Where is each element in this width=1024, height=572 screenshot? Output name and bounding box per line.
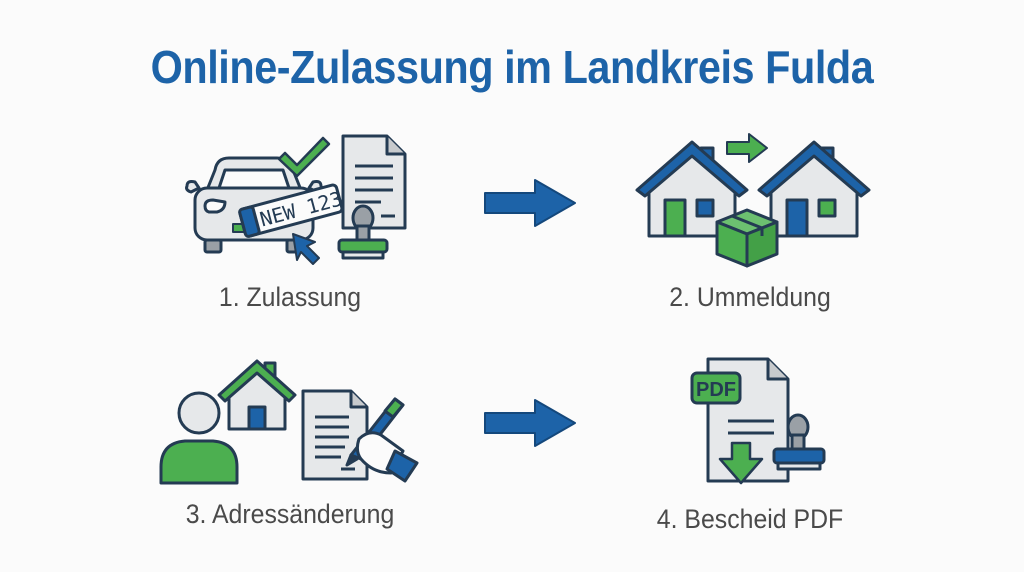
cursor-icon bbox=[292, 233, 320, 265]
checkmark-icon bbox=[277, 136, 331, 178]
person-icon bbox=[159, 391, 239, 485]
license-plate-icon: NEW 123 bbox=[238, 183, 345, 238]
ummeldung-illustration bbox=[635, 133, 871, 268]
step-label: 3. Adressänderung bbox=[185, 499, 395, 529]
arrow-right-icon bbox=[726, 133, 768, 163]
step-adressaenderung: 3. Adressänderung bbox=[140, 355, 440, 530]
box-icon bbox=[715, 208, 779, 268]
step-label: 2. Ummeldung bbox=[669, 282, 831, 312]
adressaenderung-illustration bbox=[159, 359, 419, 485]
house-icon bbox=[635, 140, 749, 238]
hand-pen-icon bbox=[345, 397, 419, 483]
document-icon bbox=[341, 134, 407, 230]
stamp-icon bbox=[772, 413, 826, 471]
pdf-badge-text: PDF bbox=[696, 379, 736, 401]
stamp-icon bbox=[337, 204, 389, 260]
step-ummeldung: 2. Ummeldung bbox=[600, 128, 900, 313]
step-label: 4. Bescheid PDF bbox=[656, 504, 844, 534]
download-arrow-icon bbox=[718, 441, 764, 485]
zulassung-illustration: NEW 123 bbox=[185, 134, 407, 265]
document-icon bbox=[301, 389, 369, 481]
arrow-right-icon bbox=[484, 179, 576, 227]
step-label: 1. Zulassung bbox=[218, 282, 362, 312]
bescheid-pdf-illustration: PDF bbox=[690, 357, 826, 485]
step-bescheid-pdf: PDF 4. Bescheid PDF bbox=[600, 355, 900, 535]
step-zulassung: NEW 123 1. Zulassung bbox=[140, 128, 440, 313]
house-icon bbox=[757, 140, 871, 238]
pdf-badge: PDF bbox=[690, 371, 742, 405]
page-title: Online-Zulassung im Landkreis Fulda bbox=[150, 41, 874, 93]
arrow-right-icon bbox=[484, 399, 576, 447]
house-icon bbox=[217, 359, 297, 431]
